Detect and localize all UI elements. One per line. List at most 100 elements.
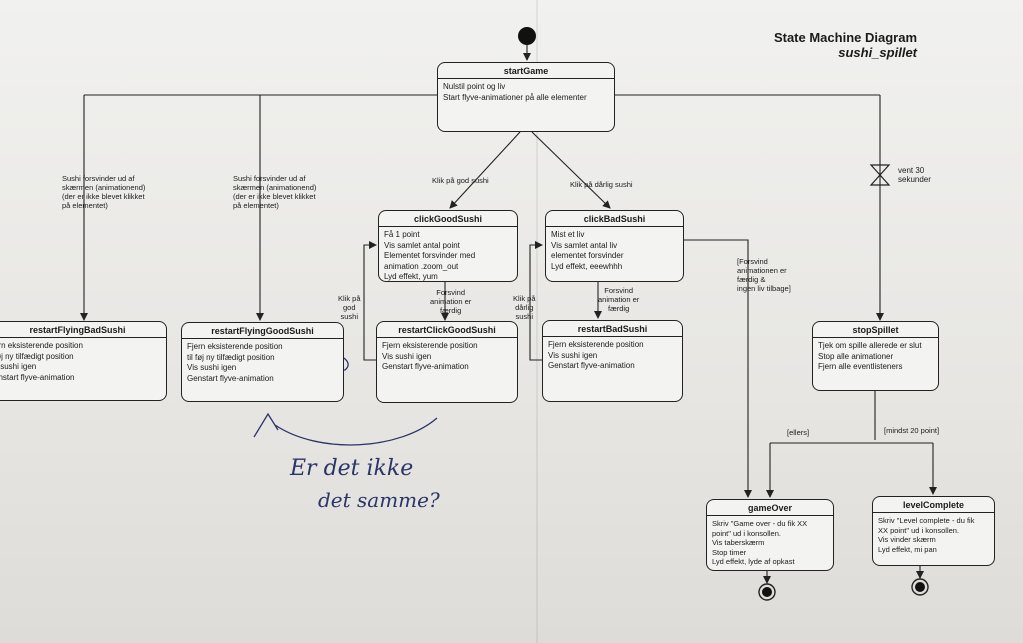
state-action: Lyd effekt, mi pan <box>878 544 937 554</box>
state-action: føj ny tilfædigt position <box>0 351 74 361</box>
state-action: Genstart flyve-animation <box>187 373 274 383</box>
label-mindst: [mindst 20 point] <box>884 426 940 435</box>
state-name: levelComplete <box>873 497 994 513</box>
state-restartBadSushi: restartBadSushi Fjern eksisterende posit… <box>542 320 683 402</box>
state-action: Stop alle animationer <box>818 351 894 361</box>
label-line: færdig <box>440 306 462 315</box>
diagram-title: State Machine Diagram sushi_spillet <box>774 30 917 60</box>
state-clickBadSushi: clickBadSushi Mist et liv Vis samlet ant… <box>545 210 684 282</box>
state-restartClickGoodSushi: restartClickGoodSushi Fjern eksisterende… <box>376 321 518 403</box>
state-name: restartFlyingGoodSushi <box>182 323 343 339</box>
label-line: færdig & <box>737 275 766 284</box>
label-klik-darlig: Klik på dårlig sushi <box>570 180 633 189</box>
state-action: Vis sushi igen <box>187 363 237 372</box>
hand-arrowhead <box>253 412 279 438</box>
final-node-gameover <box>758 583 776 601</box>
title-line1: State Machine Diagram <box>773 30 917 45</box>
label-line: vent 30 <box>898 166 925 175</box>
label-line: animationen er <box>737 266 787 275</box>
edge-restartBad-clickBad <box>529 241 544 361</box>
label-sushi-forsvinder-1: Sushi forsvinder ud af skærmen (animatio… <box>62 174 145 210</box>
state-action: Lyd effekt, eeewhhh <box>551 261 623 271</box>
final-node-level-core <box>915 582 925 592</box>
state-action: animation .zoom_out <box>384 261 459 271</box>
title-line2: sushi_spillet <box>838 45 917 60</box>
label-line: animation er <box>430 297 472 306</box>
state-action: Skriv "Level complete - du fik <box>878 516 975 525</box>
state-action: Start flyve-animationer på alle elemente… <box>443 92 587 102</box>
state-action: Fjern alle eventlisteners <box>818 362 903 371</box>
edge-restartClickGood-clickGood <box>363 241 378 361</box>
state-name: gameOver <box>707 500 833 516</box>
state-name: clickGoodSushi <box>379 211 517 227</box>
label-line: sushi <box>340 312 359 321</box>
label-line: (der er ikke blevet klikket <box>233 192 316 201</box>
state-action: Stop timer <box>712 547 747 557</box>
state-gameOver: gameOver Skriv "Game over - du fik XX po… <box>706 499 834 571</box>
label-forsvind-2: Forsvind animation er færdig <box>598 286 639 313</box>
state-action: Genstart flyve-animation <box>382 362 469 371</box>
state-action: Mist et liv <box>551 230 585 239</box>
label-line: skærmen (animationend) <box>233 183 317 192</box>
hourglass-icon <box>869 164 891 186</box>
state-restartFlyingBadSushi: restartFlyingBadSushi ern eksisterende p… <box>0 321 167 401</box>
state-action: point" ud i konsollen. <box>712 528 781 538</box>
edge-start-clickGood <box>449 131 521 209</box>
label-klik-god: Klik på god sushi <box>432 176 489 185</box>
label-line: Sushi forsvinder ud af <box>233 174 306 183</box>
handwritten-note-line2: det samme? <box>318 488 440 512</box>
final-node-level <box>911 578 929 596</box>
state-action: XX point" ud i konsollen. <box>878 525 960 535</box>
state-action: ern eksisterende position <box>0 341 83 350</box>
state-action: Tjek om spille allerede er slut <box>818 341 922 350</box>
label-forsvind-1: Forsvind animation er færdig <box>430 288 471 315</box>
label-line: færdig <box>608 304 630 313</box>
label-line: på elementet) <box>62 201 108 210</box>
state-restartFlyingGoodSushi: restartFlyingGoodSushi Fjern eksisterend… <box>181 322 344 402</box>
label-klik-god-2: Klik på god sushi <box>338 294 361 321</box>
state-action: Vis samlet antal liv <box>551 240 618 250</box>
label-klik-darlig-2: Klik på dårlig sushi <box>513 294 536 321</box>
label-line: god <box>343 303 356 312</box>
state-action: Genstart flyve-animation <box>548 361 635 370</box>
label-line: sushi <box>515 312 534 321</box>
label-line: skærmen (animationend) <box>62 183 146 192</box>
state-action: Lyd effekt, lyde af opkast <box>712 557 795 567</box>
state-action: Fjern eksisterende position <box>382 341 478 350</box>
state-name: restartFlyingBadSushi <box>0 322 166 338</box>
label-guard-gameover: [Forsvind animationen er færdig & ingen … <box>737 257 791 293</box>
state-action: Vis samlet antal point <box>384 240 460 250</box>
label-ellers: [ellers] <box>787 428 810 437</box>
label-line: ingen liv tilbage] <box>737 284 791 293</box>
state-name: restartClickGoodSushi <box>377 322 517 338</box>
label-sushi-forsvinder-2: Sushi forsvinder ud af skærmen (animatio… <box>233 174 316 210</box>
label-line: Forsvind <box>604 286 634 295</box>
state-action: s sushi igen <box>0 362 37 371</box>
state-name: startGame <box>438 63 614 79</box>
hand-arc <box>274 417 438 446</box>
state-action: Lyd effekt, yum <box>384 272 438 281</box>
state-action: Vis taberskærm <box>712 538 765 548</box>
edge-clickBad-gameOver <box>683 239 752 498</box>
state-action: Nulstil point og liv <box>443 82 506 91</box>
state-action: enstart flyve-animation <box>0 372 75 382</box>
state-stopSpillet: stopSpillet Tjek om spille allerede er s… <box>812 321 939 391</box>
state-name: stopSpillet <box>813 322 938 338</box>
state-levelComplete: levelComplete Skriv "Level complete - du… <box>872 496 995 566</box>
label-line: dårlig <box>515 303 534 312</box>
state-name: clickBadSushi <box>546 211 683 227</box>
state-startGame: startGame Nulstil point og liv Start fly… <box>437 62 615 132</box>
state-action: Fjern eksisterende position <box>187 342 283 351</box>
state-action: elementet forsvinder <box>551 251 624 260</box>
edge-start-clickBad <box>531 131 611 209</box>
label-line: Klik på <box>338 294 361 303</box>
final-node-gameover-core <box>762 587 772 597</box>
state-action: Skriv "Game over - du fik XX <box>712 519 808 528</box>
label-vent: vent 30 sekunder <box>898 166 931 184</box>
state-action: Vis vinder skærm <box>878 535 936 545</box>
label-line: Sushi forsvinder ud af <box>62 174 135 183</box>
state-action: Fjern eksisterende position <box>548 340 644 349</box>
state-action: Vis sushi igen <box>548 350 598 360</box>
state-clickGoodSushi: clickGoodSushi Få 1 point Vis samlet ant… <box>378 210 518 282</box>
label-line: Klik på <box>513 294 536 303</box>
